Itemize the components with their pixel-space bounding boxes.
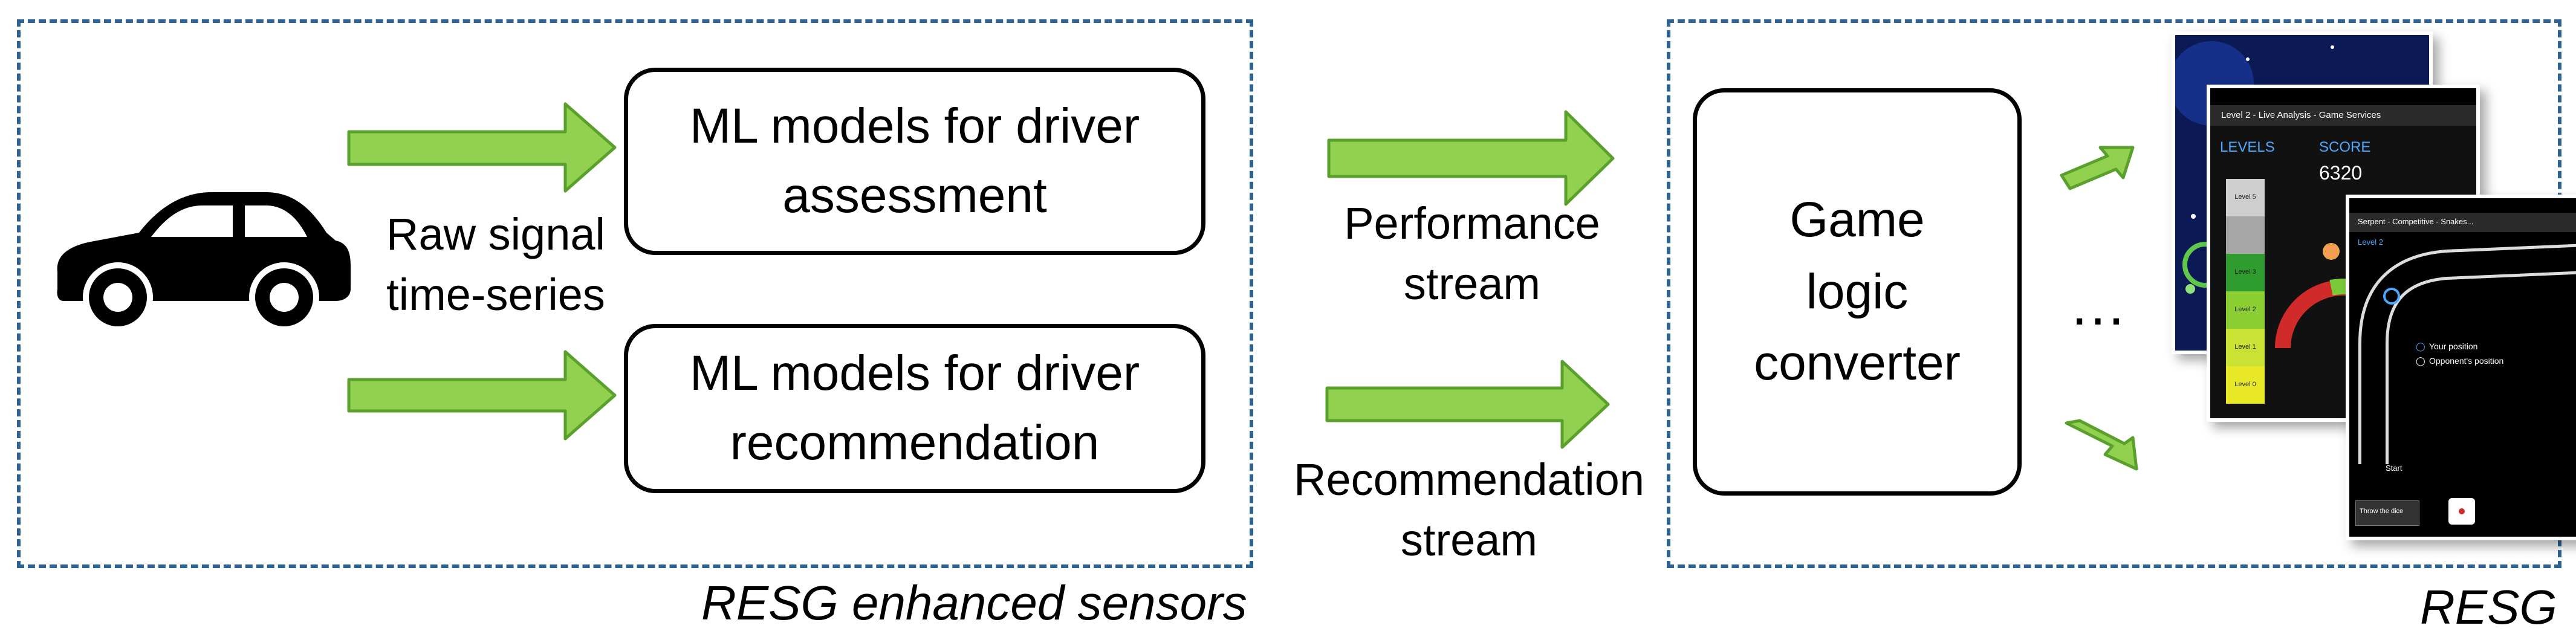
recommendation-stream-label: Recommendation stream xyxy=(1294,454,1644,565)
raw-signal-label: Raw signal time-series xyxy=(386,209,605,320)
game-logic-converter-box: Game logic converter xyxy=(1693,88,2022,496)
enhanced-sensors-group xyxy=(17,19,1253,568)
assessment-model-text: ML models for driver assessment xyxy=(689,99,1140,223)
arrow-performance-stream xyxy=(1327,110,1615,206)
arrow-to-screens-lower xyxy=(2065,419,2138,471)
game-screenshot-snakes: Serpent - Competitive - Snakes... Level … xyxy=(2346,195,2576,540)
radio-icon: ◯ xyxy=(2416,341,2425,351)
throw-dice-button[interactable]: Throw the dice xyxy=(2355,500,2419,526)
level-item: Level 3 xyxy=(2234,268,2256,276)
recommendation-model-box: ML models for driver recommendation xyxy=(624,324,1205,493)
throw-dice-label: Throw the dice xyxy=(2360,508,2404,515)
score-header: SCORE xyxy=(2319,139,2371,155)
game-logic-converter-text: Game logic converter xyxy=(1754,192,1961,391)
levels-app-bar-title: Level 2 - Live Analysis - Game Services xyxy=(2221,110,2381,120)
snakes-board xyxy=(2358,244,2576,464)
radio-icon: ◯ xyxy=(2416,356,2425,366)
level-item: Level 2 xyxy=(2234,306,2256,313)
level-ladder: Level 5 Level 3 Level 2 Level 1 Level 0 xyxy=(2226,179,2265,404)
assessment-model-box: ML models for driver assessment xyxy=(624,68,1205,255)
score-value: 6320 xyxy=(2319,162,2363,184)
arrow-recommendation-stream xyxy=(1325,360,1610,449)
start-label: Start xyxy=(2386,464,2402,473)
option-opponent-position: Opponent's position xyxy=(2429,356,2504,366)
ellipsis-label: … xyxy=(2069,273,2127,337)
resg-group-label: RESG xyxy=(2420,580,2557,634)
enhanced-sensors-group-label: RESG enhanced sensors xyxy=(701,576,1247,630)
recommendation-model-text: ML models for driver recommendation xyxy=(689,346,1140,470)
level-item: Level 5 xyxy=(2234,193,2256,201)
level-item: Level 0 xyxy=(2234,381,2256,388)
arrow-to-screens-upper xyxy=(2060,146,2135,190)
levels-header: LEVELS xyxy=(2220,139,2275,155)
snakes-level-text: Level 2 xyxy=(2358,238,2383,247)
option-your-position: Your position xyxy=(2429,341,2478,351)
arrow-to-assessment xyxy=(347,102,617,193)
dice-icon xyxy=(2448,498,2475,525)
level-item: Level 1 xyxy=(2234,343,2256,351)
performance-stream-label: Performance stream xyxy=(1344,198,1600,309)
arrow-to-recommendation xyxy=(347,350,617,441)
snakes-app-bar-title: Serpent - Competitive - Snakes... xyxy=(2358,217,2474,226)
